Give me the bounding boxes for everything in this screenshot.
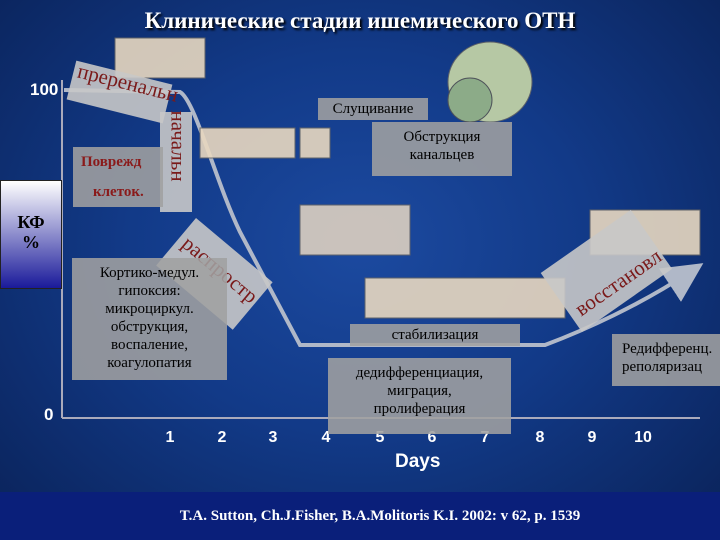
sloughing-label: Слущивание [318, 98, 428, 120]
y-tick-100: 100 [30, 80, 59, 99]
dediff-line: пролиферация [373, 401, 466, 417]
obstruction-line: канальцев [409, 147, 475, 163]
stage-initial-box: начальн [160, 110, 192, 212]
gfr-gradient-bar: КФ % [0, 180, 62, 289]
obstruction-label: Обструкция канальцев [372, 122, 512, 176]
mechanisms-line: обструкция, [110, 319, 189, 335]
mechanisms-line: воспаление, [111, 337, 188, 353]
rediff-line: реполяризац [622, 359, 703, 375]
rediff-line: Редифференц. [622, 341, 713, 357]
mechanisms-line: микроциркул. [105, 301, 194, 317]
x-tick: 7 [480, 429, 490, 446]
x-axis-label: Days [395, 451, 441, 472]
dediff-line: дедифференциация, [355, 365, 484, 381]
mechanisms-line: коагулопатия [107, 355, 192, 371]
stabilization-label: стабилизация [350, 324, 520, 346]
x-tick: 10 [634, 429, 652, 446]
x-tick: 5 [375, 429, 385, 446]
rediff-label: Редифференц. реполяризац [612, 334, 720, 386]
x-tick: 9 [587, 429, 597, 446]
mechanisms-line: гипоксия: [118, 283, 181, 299]
citation-text: T.A. Sutton, Ch.J.Fisher, B.A.Molitoris … [179, 508, 581, 524]
x-tick: 4 [321, 429, 331, 446]
x-tick: 3 [268, 429, 278, 446]
slide-title: Клинические стадии ишемического ОТН [144, 8, 576, 33]
y-tick-0: 0 [44, 405, 54, 424]
cell-injury-label: Поврежд клеток. [73, 147, 163, 207]
kf-unit: % [22, 232, 40, 252]
kf-label: КФ [17, 212, 45, 232]
x-tick: 8 [535, 429, 545, 446]
cell-injury-line: клеток. [93, 184, 144, 200]
mechanisms-line: Кортико-медул. [99, 265, 200, 281]
cell-injury-line: Поврежд [81, 154, 142, 170]
x-tick: 1 [165, 429, 175, 446]
citation-bar: T.A. Sutton, Ch.J.Fisher, B.A.Molitoris … [0, 492, 720, 540]
obstruction-line: Обструкция [403, 129, 481, 145]
x-tick: 6 [427, 429, 437, 446]
dediff-label: дедифференциация, миграция, пролиферация [328, 358, 511, 434]
gfr-line [63, 88, 704, 347]
mechanisms-label: Кортико-медул. гипоксия: микроциркул. об… [72, 258, 227, 380]
x-tick: 2 [217, 429, 227, 446]
dediff-line: миграция, [387, 383, 452, 399]
stage-initial-label: начальн [166, 110, 191, 182]
